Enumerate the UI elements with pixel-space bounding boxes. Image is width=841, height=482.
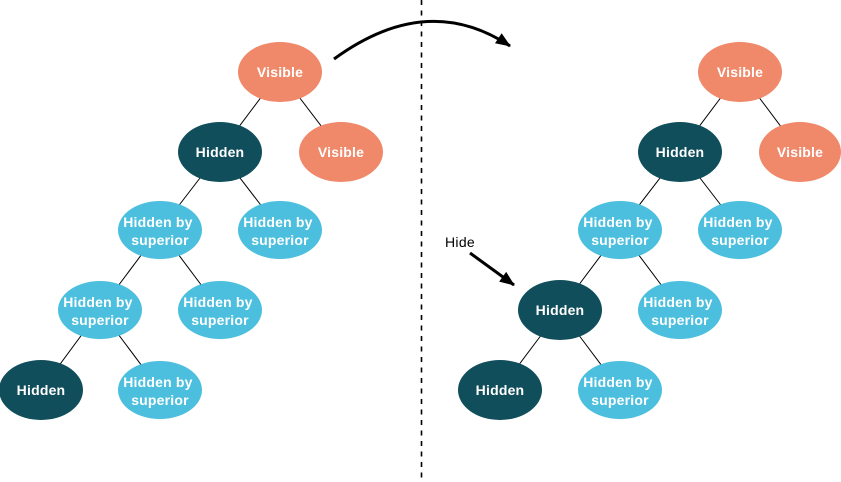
node-left-hbs-4: Hidden by superior xyxy=(178,281,262,339)
node-label: Hidden by superior xyxy=(703,214,777,248)
node-ellipse xyxy=(238,42,322,102)
left-tree: Visible Hidden Visible Hidden by superio… xyxy=(0,42,383,420)
node-label: Hidden by superior xyxy=(643,294,717,328)
node-left-root-visible: Visible xyxy=(238,42,322,102)
node-ellipse xyxy=(178,122,262,182)
node-label: Hidden xyxy=(196,144,245,160)
node-ellipse xyxy=(578,201,662,259)
node-ellipse xyxy=(458,360,542,420)
node-label: Hidden by superior xyxy=(583,214,657,248)
node-left-hbs-3: Hidden by superior xyxy=(58,281,142,339)
node-label: Visible xyxy=(777,144,823,160)
node-ellipse xyxy=(698,201,782,259)
node-right-hbs-4: Hidden by superior xyxy=(578,361,662,419)
node-ellipse xyxy=(759,122,841,182)
node-right-hbs-2: Hidden by superior xyxy=(698,201,782,259)
node-label: Hidden xyxy=(656,144,705,160)
right-tree: Visible Hidden Visible Hidden by superio… xyxy=(458,42,841,420)
node-label: Hidden by superior xyxy=(63,294,137,328)
node-label: Hidden xyxy=(17,382,66,398)
node-right-hidden: Hidden xyxy=(638,122,722,182)
node-label: Hidden by superior xyxy=(243,214,317,248)
hide-arrow-icon xyxy=(469,251,515,287)
node-right-hidden-leaf: Hidden xyxy=(458,360,542,420)
node-ellipse xyxy=(638,281,722,339)
hide-label: Hide xyxy=(445,234,475,250)
node-ellipse xyxy=(118,201,202,259)
transition-arrow-icon xyxy=(333,19,511,61)
node-left-hbs-5: Hidden by superior xyxy=(118,361,202,419)
node-label: Hidden by superior xyxy=(583,374,657,408)
node-label: Visible xyxy=(717,64,763,80)
node-ellipse xyxy=(178,281,262,339)
node-label: Visible xyxy=(257,64,303,80)
node-right-hidden-target: Hidden xyxy=(518,280,602,340)
node-label: Hidden by superior xyxy=(183,294,257,328)
node-ellipse xyxy=(299,122,383,182)
node-left-hbs-2: Hidden by superior xyxy=(238,201,322,259)
node-left-visible-child: Visible xyxy=(299,122,383,182)
node-label: Hidden by superior xyxy=(123,214,197,248)
node-ellipse xyxy=(238,201,322,259)
node-ellipse xyxy=(0,360,83,420)
node-right-visible-child: Visible xyxy=(759,122,841,182)
node-ellipse xyxy=(118,361,202,419)
node-right-hbs-1: Hidden by superior xyxy=(578,201,662,259)
node-label: Visible xyxy=(318,144,364,160)
node-ellipse xyxy=(638,122,722,182)
node-right-hbs-3: Hidden by superior xyxy=(638,281,722,339)
node-right-root-visible: Visible xyxy=(698,42,782,102)
node-ellipse xyxy=(518,280,602,340)
node-left-hidden: Hidden xyxy=(178,122,262,182)
hide-annotation: Hide xyxy=(445,234,515,287)
node-ellipse xyxy=(58,281,142,339)
node-label: Hidden by superior xyxy=(123,374,197,408)
node-left-hidden-leaf: Hidden xyxy=(0,360,83,420)
node-label: Hidden xyxy=(476,382,525,398)
node-ellipse xyxy=(698,42,782,102)
node-label: Hidden xyxy=(536,302,585,318)
node-left-hbs-1: Hidden by superior xyxy=(118,201,202,259)
node-ellipse xyxy=(578,361,662,419)
